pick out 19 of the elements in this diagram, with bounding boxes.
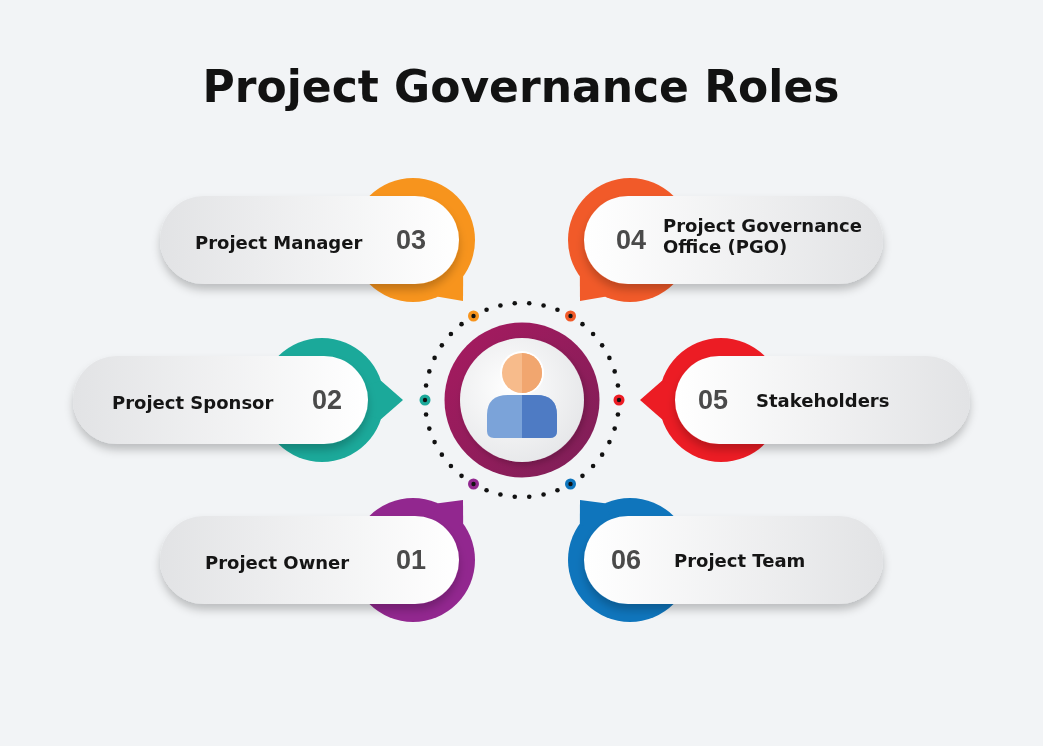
role-card	[568, 498, 883, 622]
role-number: 01	[396, 545, 426, 575]
role-number: 06	[611, 545, 641, 575]
role-name: Project Team	[674, 549, 806, 571]
title: Project Governance Roles	[202, 60, 840, 114]
role-name: Project Owner	[205, 551, 350, 573]
role-name: Stakeholders	[756, 389, 890, 411]
role-name: Project Sponsor	[112, 391, 274, 413]
role-card	[160, 178, 475, 302]
role-number: 02	[312, 385, 342, 415]
role-name: Project Governance Office (PGO)	[663, 215, 863, 257]
role-number: 05	[698, 385, 728, 415]
role-card	[568, 178, 883, 302]
role-card	[73, 338, 403, 462]
role-card	[640, 338, 970, 462]
role-name: Project Manager	[195, 231, 363, 253]
role-card	[160, 498, 475, 622]
role-number: 03	[396, 225, 426, 255]
role-number: 04	[616, 225, 646, 255]
